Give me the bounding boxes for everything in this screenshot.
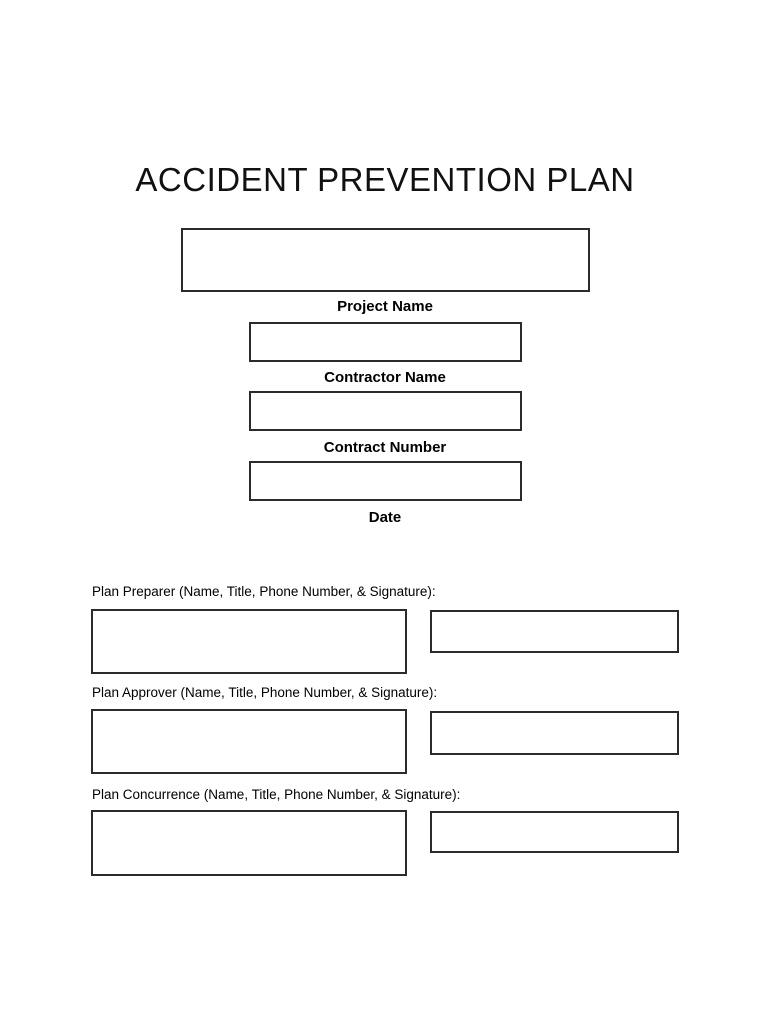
plan-concurrence-signature-input[interactable] bbox=[430, 811, 679, 853]
contract-number-input[interactable] bbox=[249, 391, 522, 431]
date-label: Date bbox=[368, 509, 402, 526]
plan-preparer-signature-input[interactable] bbox=[430, 610, 679, 653]
date-input[interactable] bbox=[249, 461, 522, 501]
page-title: ACCIDENT PREVENTION PLAN bbox=[135, 161, 635, 198]
contractor-name-input[interactable] bbox=[249, 322, 522, 362]
contractor-name-label: Contractor Name bbox=[324, 369, 446, 386]
plan-approver-info-input[interactable] bbox=[91, 709, 407, 774]
plan-preparer-info-input[interactable] bbox=[91, 609, 407, 674]
plan-approver-label: Plan Approver (Name, Title, Phone Number… bbox=[92, 685, 438, 700]
plan-concurrence-info-input[interactable] bbox=[91, 810, 407, 876]
project-name-label: Project Name bbox=[337, 298, 433, 315]
contract-number-label: Contract Number bbox=[323, 439, 447, 456]
project-name-input[interactable] bbox=[181, 228, 590, 292]
plan-concurrence-label: Plan Concurrence (Name, Title, Phone Num… bbox=[92, 787, 461, 802]
plan-preparer-label: Plan Preparer (Name, Title, Phone Number… bbox=[92, 584, 436, 599]
plan-approver-signature-input[interactable] bbox=[430, 711, 679, 755]
